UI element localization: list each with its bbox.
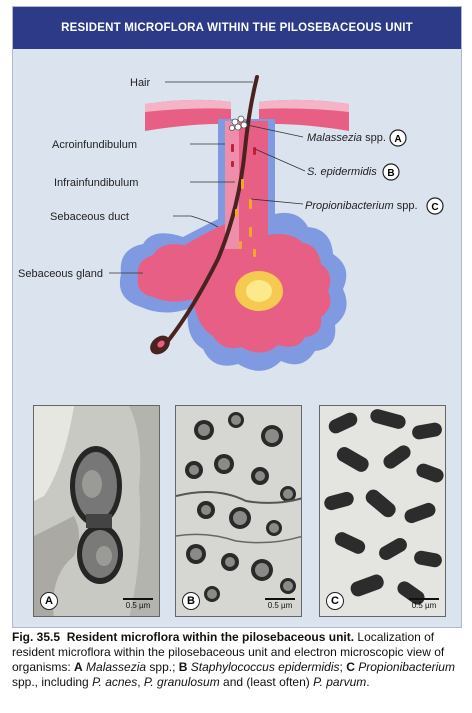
label-sebaceous-duct: Sebaceous duct [50,211,129,223]
badge-c-diagram-letter: C [431,202,438,213]
caption-p-parvum: P. parvum [313,675,367,689]
micrograph-c: C 0.5 µm [319,405,446,617]
caption-b-name: Staphylococcus epidermidis [190,660,340,674]
micrograph-a-image [34,406,159,616]
caption-heading: Resident microflora within the pilosebac… [66,630,355,644]
caption-end: . [366,675,370,689]
micrograph-a: A 0.5 µm [33,405,160,617]
label-acroinfundibulum: Acroinfundibulum [52,139,137,151]
micrograph-c-image [320,406,445,616]
caption-c-letter: C [346,660,355,674]
label-sebaceous-gland: Sebaceous gland [18,268,103,280]
caption-fig-number: Fig. 35.5 [12,630,61,644]
scalebar-c-label: 0.5 µm [411,601,437,610]
badge-c-diagram [426,197,444,215]
label-propionibacterium: Propionibacterium spp. [305,200,418,212]
badge-b-diagram [382,163,400,181]
scalebar-a-label: 0.5 µm [125,601,151,610]
figure-caption: Fig. 35.5 Resident microflora within the… [12,630,464,690]
micrograph-b-image [176,406,301,616]
caption-a-name: Malassezia [86,660,147,674]
badge-b: B [182,592,200,610]
caption-body: Localization of resident microflora with… [12,630,445,674]
badge-a: A [40,592,58,610]
figure-title: RESIDENT MICROFLORA WITHIN THE PILOSEBAC… [13,7,461,49]
badge-a-diagram-letter: A [394,134,401,145]
caption-a-suffix: spp.; [146,660,179,674]
badge-c: C [326,592,344,610]
pilosebaceous-diagram: Hair Acroinfundibulum Infrainfundibulum … [18,75,444,371]
badge-b-diagram-letter: B [387,168,394,179]
label-s-epidermidis: S. epidermidis [307,166,377,178]
scalebar-c: 0.5 µm [409,598,439,610]
caption-p-acnes: P. acnes [92,675,138,689]
caption-b-suffix: ; [339,660,343,674]
hair-shaft [166,75,259,343]
figure-panel: RESIDENT MICROFLORA WITHIN THE PILOSEBAC… [12,6,462,628]
label-malassezia: Malassezia spp. [307,132,386,144]
label-infrainfundibulum: Infrainfundibulum [54,177,138,189]
malassezia-cluster [228,115,248,132]
caption-b-letter: B [178,660,188,674]
scalebar-a: 0.5 µm [123,598,153,610]
propionibacterium-marks [235,179,256,257]
caption-a-letter: A [74,660,83,674]
scalebar-b: 0.5 µm [265,598,295,610]
scalebar-b-label: 0.5 µm [267,601,293,610]
caption-c-suffix: spp., including [12,675,93,689]
caption-sep-2: and (least often) [219,675,314,689]
caption-sep-1: , [137,675,144,689]
caption-p-granulosum: P. granulosum [143,675,220,689]
badge-a-diagram [389,129,407,147]
micrograph-b: B 0.5 µm [175,405,302,617]
caption-c-name: Propionibacterium [358,660,455,674]
label-hair: Hair [130,77,151,89]
